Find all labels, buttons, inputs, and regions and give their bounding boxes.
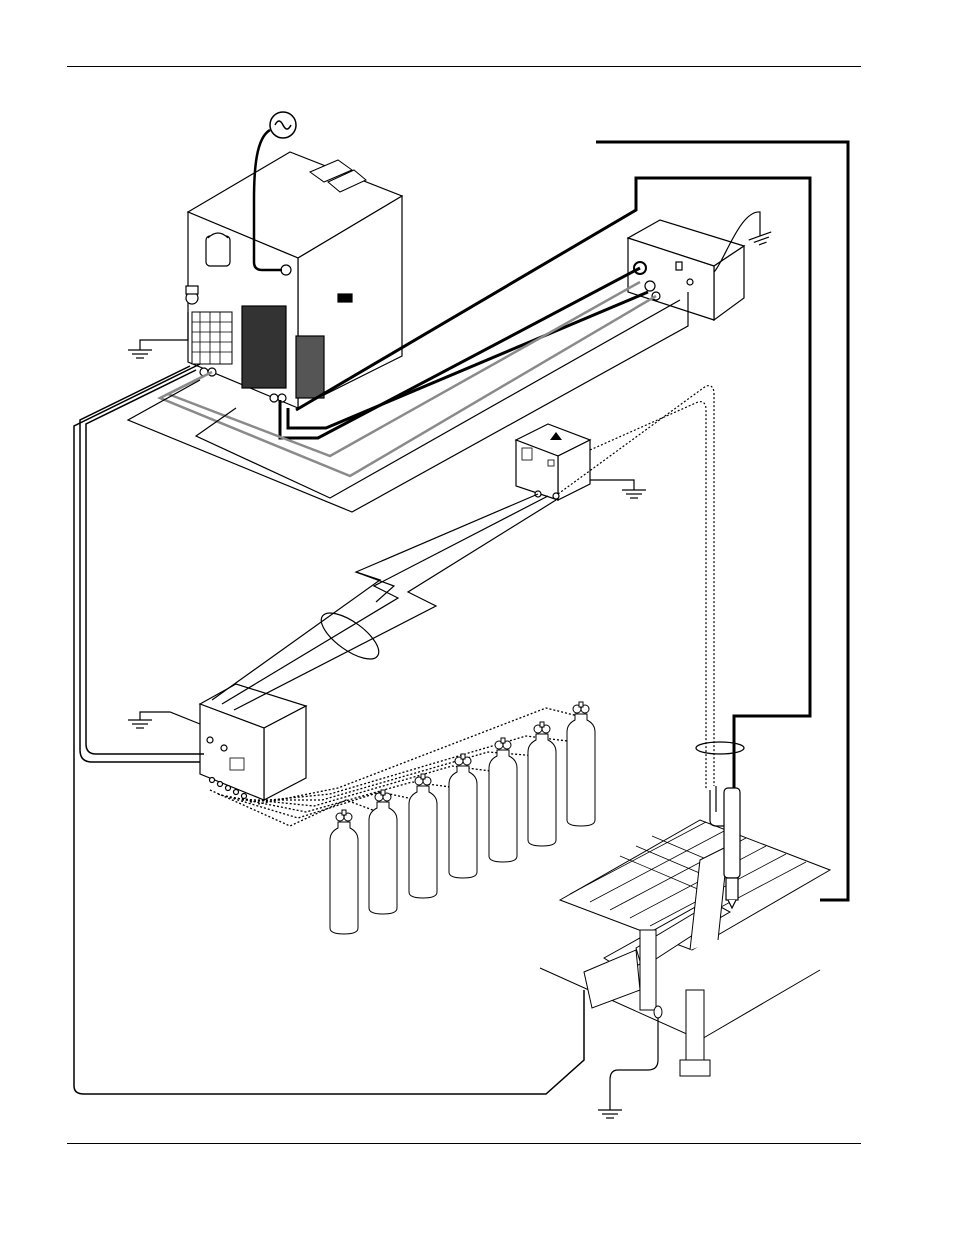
gas-cylinder-icon — [408, 773, 438, 899]
ac-power-source-icon — [252, 111, 297, 272]
shield-gas-hoses — [557, 385, 715, 790]
footer-rule — [67, 1143, 861, 1144]
selection-console-ground-icon — [590, 479, 647, 499]
gas-cylinder-icon — [488, 737, 518, 863]
gas-supply-cylinders — [329, 701, 596, 935]
header-rule — [67, 66, 861, 67]
selection-console — [514, 423, 592, 501]
coolant-hoses — [156, 280, 657, 478]
ignition-console — [626, 219, 746, 322]
power-supply-ground-icon — [127, 312, 189, 359]
metering-console-ground-icon — [127, 711, 201, 729]
power-leads — [278, 176, 812, 790]
work-lead — [596, 140, 850, 902]
gas-supply-lines — [209, 707, 579, 827]
ignition-console-ground-icon — [713, 211, 775, 273]
gas-cylinder-icon — [527, 721, 557, 847]
table-ground-icon — [597, 1018, 659, 1119]
gas-cylinder-icon — [368, 789, 398, 915]
gas-cylinder-icon — [448, 753, 478, 879]
power-supply — [185, 151, 404, 409]
cutting-table — [539, 819, 832, 1077]
plasma-torch-icon — [695, 741, 745, 910]
gas-cylinder-icon — [329, 809, 359, 935]
control-cables — [126, 292, 689, 513]
gas-cylinder-icon — [566, 701, 596, 827]
metering-cables — [73, 363, 585, 1095]
metering-console — [198, 683, 308, 801]
gas-hoses — [211, 493, 557, 711]
